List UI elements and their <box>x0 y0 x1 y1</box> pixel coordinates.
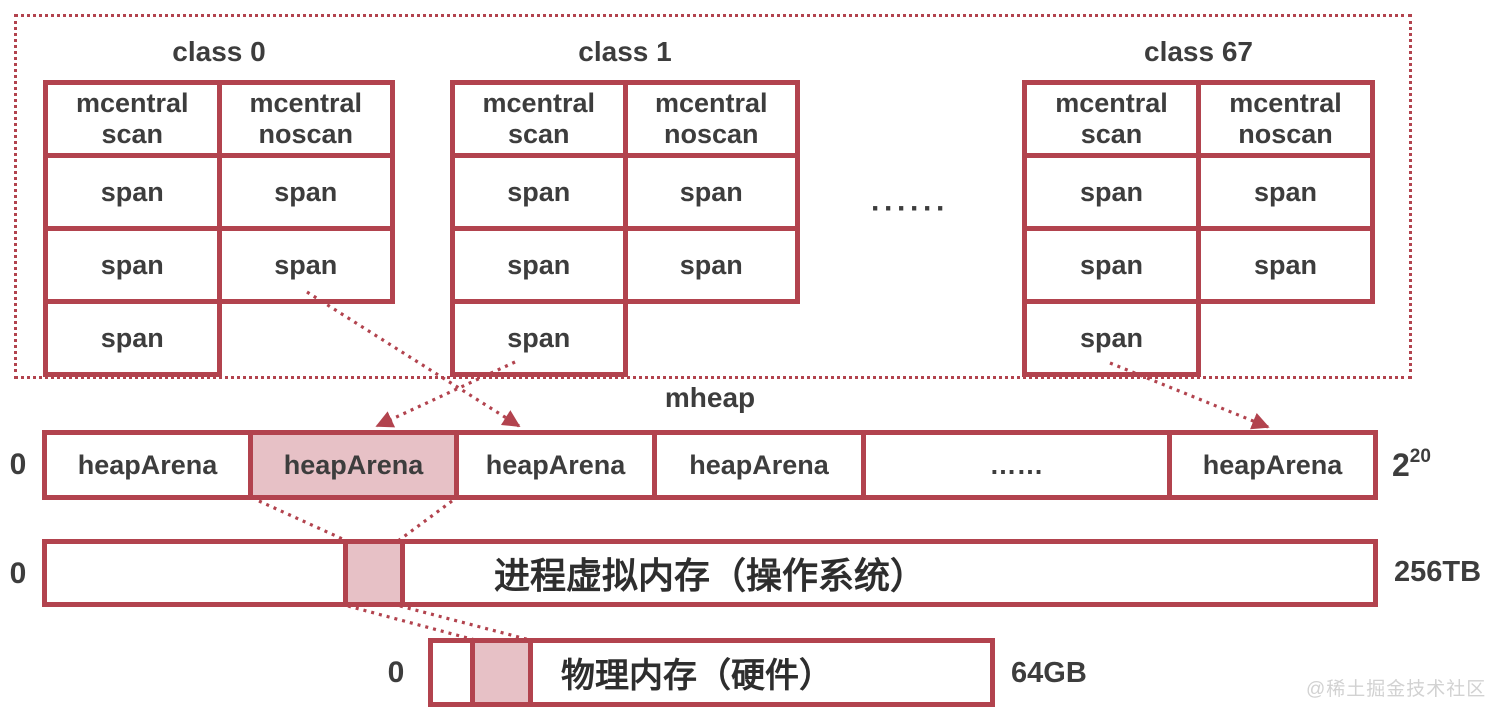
header-line: mcentral <box>654 88 768 118</box>
class-1-table: mcentral scan mcentral noscan span span … <box>450 80 800 377</box>
virtual-memory-label: 进程虚拟内存（操作系统） <box>493 555 926 596</box>
span-cell: span <box>1022 153 1201 231</box>
physical-memory-mapped-segment <box>470 643 533 702</box>
header-line: scan <box>101 119 164 149</box>
physical-memory-zero-label: 0 <box>387 656 405 689</box>
span-cell: span <box>216 153 395 231</box>
virtual-memory-mapped-segment <box>343 544 405 602</box>
span-cell: span <box>1022 299 1201 377</box>
empty-cell <box>219 302 393 375</box>
watermark: @稀土掘金技术社区 <box>1306 679 1487 700</box>
connector-heaparena-to-virtual-right <box>397 499 453 543</box>
empty-cell <box>1199 302 1373 375</box>
empty-cell <box>625 302 798 375</box>
header-line: mcentral <box>249 88 363 118</box>
heaparena-max-label: 220 <box>1392 446 1431 484</box>
span-cell: span <box>43 299 222 377</box>
span-cell: span <box>622 226 800 304</box>
physical-memory-size-label: 64GB <box>1011 657 1087 689</box>
span-cell: span <box>450 299 628 377</box>
connector-heaparena-to-virtual-left <box>258 499 348 543</box>
virtual-memory-size-label: 256TB <box>1394 556 1482 588</box>
header-line: noscan <box>1238 119 1333 149</box>
mheap-title: mheap <box>664 382 756 413</box>
span-cell: span <box>43 226 222 304</box>
heaparena-cell: heapArena <box>459 435 657 495</box>
heaparena-ellipsis-cell: …… <box>866 435 1172 495</box>
mcentral-noscan-header: mcentral noscan <box>1196 80 1375 158</box>
mcentral-scan-header: mcentral scan <box>43 80 222 158</box>
mcentral-classes-dotted-frame <box>14 14 1412 379</box>
class-0-label: class 0 <box>172 36 266 67</box>
mcentral-scan-header: mcentral scan <box>450 80 628 158</box>
mcentral-noscan-header: mcentral noscan <box>216 80 395 158</box>
span-cell: span <box>450 153 628 231</box>
heaparena-row: heapArena heapArena heapArena heapArena … <box>42 430 1378 500</box>
physical-memory-bar: 物理内存（硬件） <box>428 638 995 707</box>
physical-memory-label: 物理内存（硬件） <box>561 657 833 695</box>
exponent-value: 20 <box>1409 446 1431 467</box>
header-line: noscan <box>258 119 354 149</box>
class-67-table: mcentral scan mcentral noscan span span … <box>1022 80 1375 377</box>
header-line: mcentral <box>1229 88 1342 118</box>
heaparena-cell: heapArena <box>657 435 866 495</box>
header-line: mcentral <box>482 88 596 118</box>
heaparena-zero-label: 0 <box>9 448 27 481</box>
heaparena-cell-highlighted: heapArena <box>253 435 459 495</box>
exponent-base: 2 <box>1392 447 1410 483</box>
virtual-memory-bar: 进程虚拟内存（操作系统） <box>42 539 1378 607</box>
header-line: scan <box>1080 119 1143 149</box>
header-line: mcentral <box>75 88 189 118</box>
mcentral-scan-header: mcentral scan <box>1022 80 1201 158</box>
span-cell: span <box>216 226 395 304</box>
span-cell: span <box>450 226 628 304</box>
span-cell: span <box>43 153 222 231</box>
class-1-label: class 1 <box>578 36 672 67</box>
class-67-label: class 67 <box>1144 36 1253 67</box>
header-line: mcentral <box>1055 88 1168 118</box>
connector-virtual-to-physical-left <box>347 604 476 642</box>
connector-virtual-to-physical-right <box>399 604 531 642</box>
span-cell: span <box>1196 226 1375 304</box>
class-0-table: mcentral scan mcentral noscan span span … <box>43 80 395 377</box>
classes-ellipsis: ······ <box>871 192 949 225</box>
class-group-67: class 67 mcentral scan mcentral noscan s… <box>1022 36 1375 377</box>
mcentral-noscan-header: mcentral noscan <box>622 80 800 158</box>
header-line: scan <box>507 119 570 149</box>
class-group-1: class 1 mcentral scan mcentral noscan sp… <box>450 36 800 377</box>
heaparena-cell: heapArena <box>47 435 253 495</box>
class-group-0: class 0 mcentral scan mcentral noscan sp… <box>43 36 395 377</box>
header-line: noscan <box>663 119 759 149</box>
span-cell: span <box>1196 153 1375 231</box>
span-cell: span <box>1022 226 1201 304</box>
virtual-memory-zero-label: 0 <box>9 557 27 590</box>
span-cell: span <box>622 153 800 231</box>
heaparena-cell: heapArena <box>1172 435 1373 495</box>
